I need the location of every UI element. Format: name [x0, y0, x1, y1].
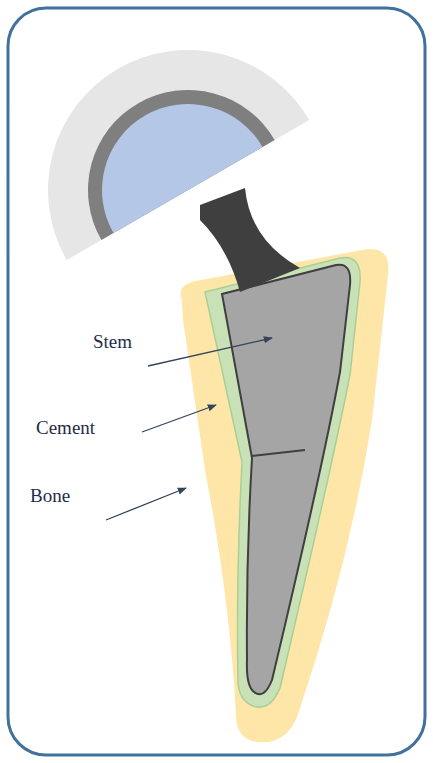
- cement-layer: [205, 258, 360, 708]
- stem-shape: [222, 265, 350, 695]
- leader-line: [148, 338, 272, 366]
- frame: [8, 8, 425, 755]
- femoral-head: [102, 104, 262, 233]
- bone-shape: [181, 249, 389, 742]
- cup-liner: [88, 90, 275, 240]
- acetabular-cup: [48, 50, 309, 260]
- leader-line: [106, 488, 186, 520]
- leader-line: [142, 405, 216, 432]
- part-label: Bone: [30, 486, 70, 507]
- part-label: Stem: [93, 332, 132, 353]
- stem-division: [252, 450, 305, 456]
- cup-shell: [48, 50, 309, 260]
- part-label: Cement: [36, 418, 95, 439]
- neck: [200, 188, 300, 292]
